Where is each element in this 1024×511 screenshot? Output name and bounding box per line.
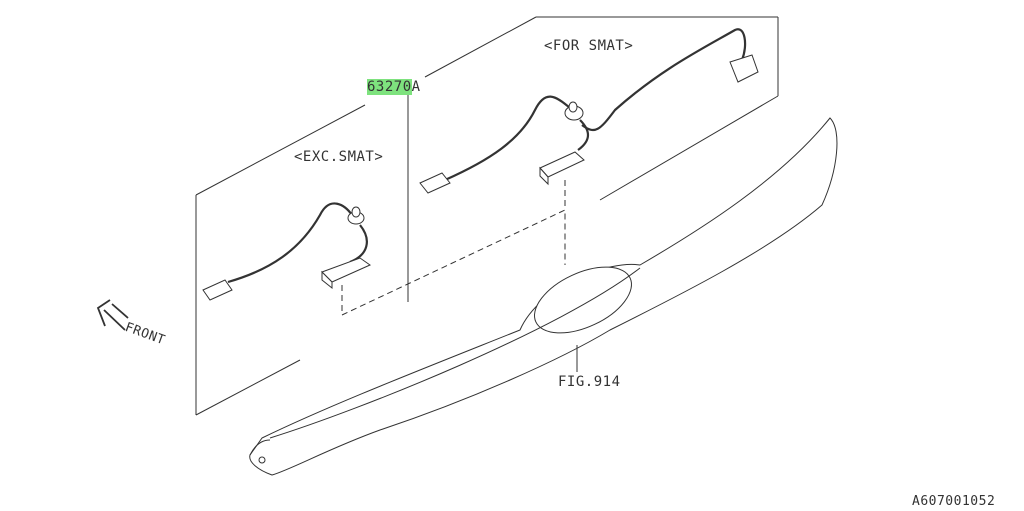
diagram-id: A607001052 (912, 494, 996, 509)
for-smat-label: <FOR SMAT> (544, 38, 634, 54)
part-number-link[interactable]: 63270 (367, 79, 412, 95)
dashed-guides (341, 180, 566, 316)
exc-smat-label: <EXC.SMAT> (294, 149, 384, 165)
part-number-label[interactable]: 63270A (367, 79, 421, 95)
rear-garnish (249, 117, 838, 476)
front-arrow-icon (96, 299, 129, 331)
connector-icon (202, 54, 759, 301)
grommet-icon (347, 101, 584, 225)
fig-reference-label[interactable]: FIG.914 (558, 374, 621, 390)
lamp-icon (321, 151, 585, 290)
harness-for-smat (444, 28, 747, 182)
part-number-suffix: A (411, 79, 421, 95)
panel-outline (195, 16, 779, 416)
